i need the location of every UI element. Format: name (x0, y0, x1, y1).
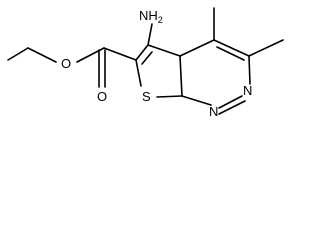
chemical-structure: NH2 O O S N N (7, 7, 284, 119)
bond-c4-c3 (213, 39, 250, 57)
bond-ester-o-carbonyl-c (76, 47, 105, 63)
sulfur-label: S (142, 89, 151, 104)
bond-ethyl-ch2-o (27, 47, 57, 63)
bond-c5-nh2 (147, 23, 153, 46)
bond-s-c7a (156, 95, 183, 98)
bond-n1-c7a (181, 95, 212, 106)
nitrogen-label-2: N (243, 83, 252, 98)
nitrogen-label-1: N (209, 104, 218, 119)
carbonyl-oxygen-label: O (97, 89, 107, 104)
amine-label: NH2 (139, 8, 163, 25)
bond-c4a-c4 (179, 39, 215, 57)
bonds (7, 7, 284, 115)
bond-c5-c6-inner (141, 51, 153, 65)
atom-labels: NH2 O O S N N (61, 8, 252, 119)
bond-carbonyl-c-ring (103, 47, 137, 61)
ester-oxygen-label: O (61, 56, 71, 71)
bond-n1-n2-b (218, 100, 246, 115)
bond-c3-n2 (248, 55, 251, 85)
bond-c4a-c5 (147, 44, 181, 57)
bond-c3-methyl (248, 39, 284, 57)
bond-c4-c3-inner (216, 46, 245, 61)
bond-ethyl-ch3 (7, 47, 29, 61)
amine-subscript: 2 (158, 15, 163, 25)
bond-c6-s (135, 59, 142, 87)
bond-c7a-c4a (179, 55, 183, 97)
bond-n1-n2-a (218, 95, 243, 109)
amine-main-label: NH (139, 8, 158, 23)
bond-c5-c6 (135, 44, 149, 61)
